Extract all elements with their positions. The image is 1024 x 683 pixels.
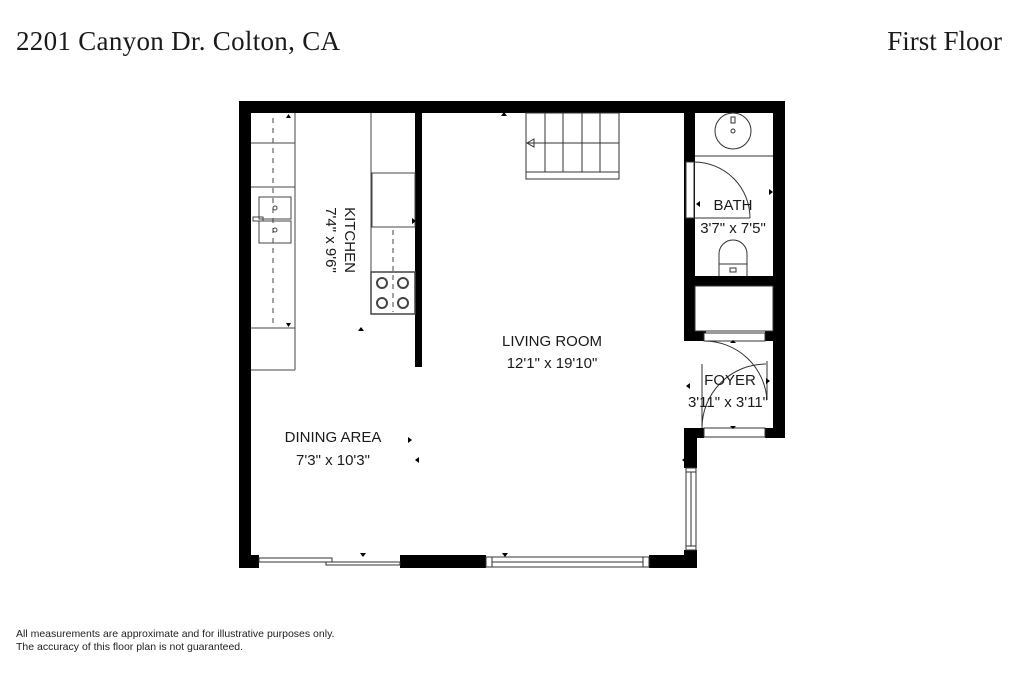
markers [246,112,773,557]
foyer-doors [701,332,768,438]
room-kitchen: KITCHEN 7'4" x 9'6" [322,207,358,273]
bottom-openings [258,556,650,568]
closet [694,285,774,332]
stairs [525,112,620,180]
bath-fixtures [685,112,773,276]
disclaimer: All measurements are approximate and for… [16,628,334,654]
room-dining: DINING AREA 7'3" x 10'3" [285,429,382,469]
room-foyer: FOYER 3'11" x 3'11" [688,372,768,411]
foyer-name: FOYER [704,372,756,389]
kitchen-counters-right [370,113,416,315]
bath-name: BATH [714,197,753,214]
room-living: LIVING ROOM 12'1" x 19'10" [502,333,602,372]
kitchen-counters-left [251,113,296,371]
room-bath: BATH 3'7" x 7'5" [700,197,766,237]
exterior-walls [239,101,785,568]
dining-area-name: DINING AREA [285,429,382,446]
disclaimer-line-2: The accuracy of this floor plan is not g… [16,641,244,653]
disclaimer-line-1: All measurements are approximate and for… [16,628,335,640]
dining-area-dims: 7'3" x 10'3" [296,452,370,469]
bath-dims: 3'7" x 7'5" [700,220,766,237]
kitchen-name: KITCHEN [341,207,358,273]
living-room-dims: 12'1" x 19'10" [507,355,598,372]
foyer-dims: 3'11" x 3'11" [688,394,768,411]
living-room-name: LIVING ROOM [502,333,602,350]
side-window [685,467,697,551]
floor-label: First Floor [887,26,1002,56]
property-address: 2201 Canyon Dr. Colton, CA [16,26,341,56]
kitchen-dims: 7'4" x 9'6" [322,207,339,273]
